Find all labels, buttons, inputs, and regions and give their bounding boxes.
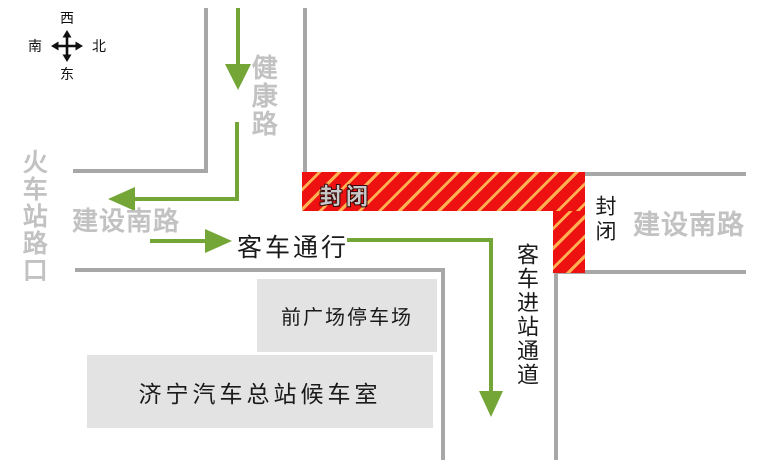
bus-terminal-waiting-room-building: 济宁汽车总站候车室 (87, 355, 433, 428)
terminal-label: 济宁汽车总站候车室 (138, 381, 382, 407)
compass-rose: 西 南 北 东 (28, 8, 106, 84)
closure-hatched-vertical (553, 211, 585, 273)
bus-entry-channel-label: 客车进站通道 (514, 243, 539, 387)
compass-west-label: 西 (60, 12, 74, 27)
closure-east-label: 封闭 (593, 195, 617, 245)
closure-banner-label: 封闭 (320, 184, 373, 209)
turn-west-line (135, 122, 239, 201)
front-plaza-parking-building: 前广场停车场 (257, 279, 437, 352)
arrowhead-down-jiankang (225, 64, 251, 90)
station-channel-left-edge (441, 268, 445, 460)
train-station-crossing-label: 火车站路口 (19, 149, 48, 284)
jianshe-south-road-west-label: 建设南路 (72, 206, 181, 236)
jianshe-south-road-east-label: 建设南路 (633, 210, 745, 240)
compass-north-label: 北 (92, 40, 106, 55)
jiankang-road-left-edge (204, 8, 208, 173)
jianshe-east-top-edge (585, 172, 746, 176)
bus-through-label: 客车通行 (237, 235, 350, 262)
arrowhead-down-entry (479, 391, 503, 417)
compass-east-label: 东 (60, 68, 74, 83)
arrowhead-east (205, 229, 232, 253)
jianshe-west-top-edge (73, 169, 208, 173)
compass-cross-icon (51, 30, 83, 62)
jiankang-road-label: 健康路 (248, 54, 279, 138)
station-channel-right-edge (554, 270, 558, 460)
jianshe-west-bottom-edge (75, 268, 445, 272)
jiankang-road-right-edge (303, 8, 307, 173)
closure-hatched-bar (302, 172, 585, 211)
parking-label: 前广场停车场 (281, 307, 413, 329)
jianshe-east-bottom-edge (554, 270, 746, 274)
compass-south-label: 南 (28, 40, 42, 55)
